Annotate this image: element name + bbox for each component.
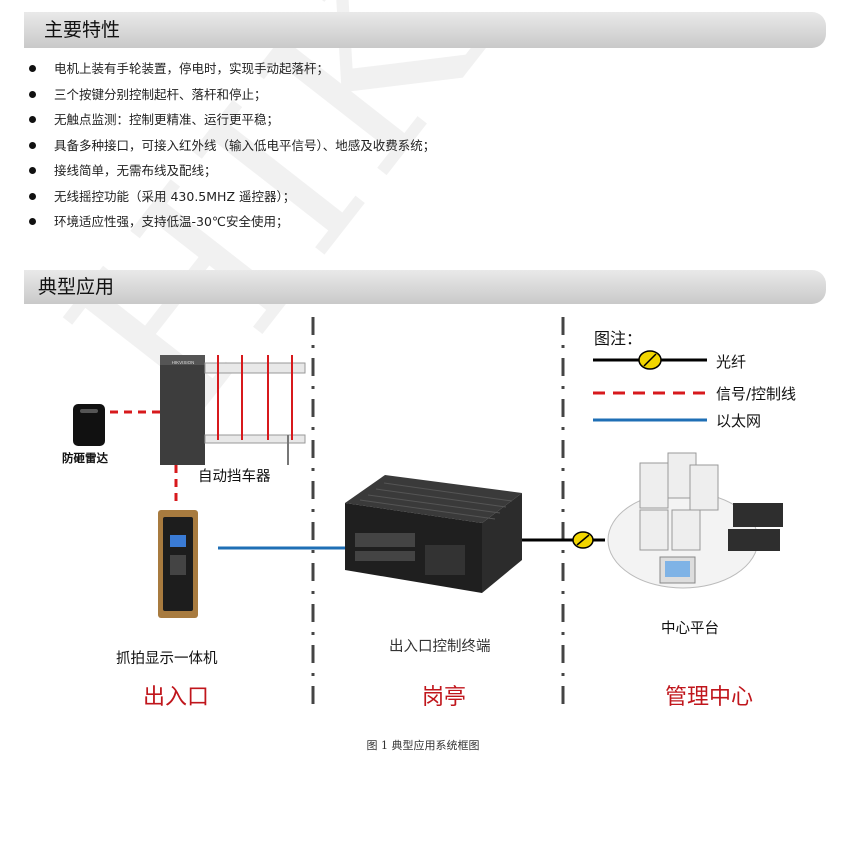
barrier-brand: HIKVISION [172,360,195,365]
figure-caption: 图 1 典型应用系统框图 [366,739,480,752]
feature-item: 环境适应性强，支持低温-30℃安全使用； [24,209,804,235]
zone-booth: 岗亭 [422,685,467,710]
camera-label: 抓拍显示一体机 [116,651,218,667]
legend [593,350,707,422]
barrier-gate-icon [160,355,306,465]
feature-item: 接线简单，无需布线及配线； [24,158,804,184]
fiber-connector-icon [572,531,594,549]
radar-label: 防砸雷达 [62,451,108,465]
camera-display-icon [158,510,198,618]
legend-title: 图注： [594,329,643,348]
feature-item: 无触点监测：控制更精准、运行更平稳； [24,107,804,133]
barrier-label: 自动挡车器 [198,469,271,485]
system-diagram: HIKVISION [0,305,846,745]
center-label: 中心平台 [661,621,719,637]
terminal-label: 出入口控制终端 [389,639,491,655]
feature-item: 具备多种接口，可接入红外线（输入低电平信号）、地感及收费系统； [24,133,804,159]
legend-fiber-label: 光纤 [716,353,747,371]
legend-signal-label: 信号/控制线 [716,385,797,403]
feature-item: 电机上装有手轮装置，停电时，实现手动起落杆； [24,56,804,82]
radar-icon [73,404,105,446]
zone-management: 管理中心 [665,685,754,710]
feature-item: 三个按键分别控制起杆、落杆和停止； [24,82,804,108]
features-list: 电机上装有手轮装置，停电时，实现手动起落杆； 三个按键分别控制起杆、落杆和停止；… [24,56,804,235]
application-section-title: 典型应用 [24,270,826,304]
control-terminal-icon [345,475,522,593]
feature-item: 无线摇控功能（采用 430.5MHZ 遥控器）； [24,184,804,210]
diagram-graphics: HIKVISION [73,317,783,710]
center-platform-icon [607,452,783,589]
legend-ethernet-label: 以太网 [716,412,762,430]
features-section-title: 主要特性 [24,12,826,48]
zone-entrance: 出入口 [143,685,210,710]
